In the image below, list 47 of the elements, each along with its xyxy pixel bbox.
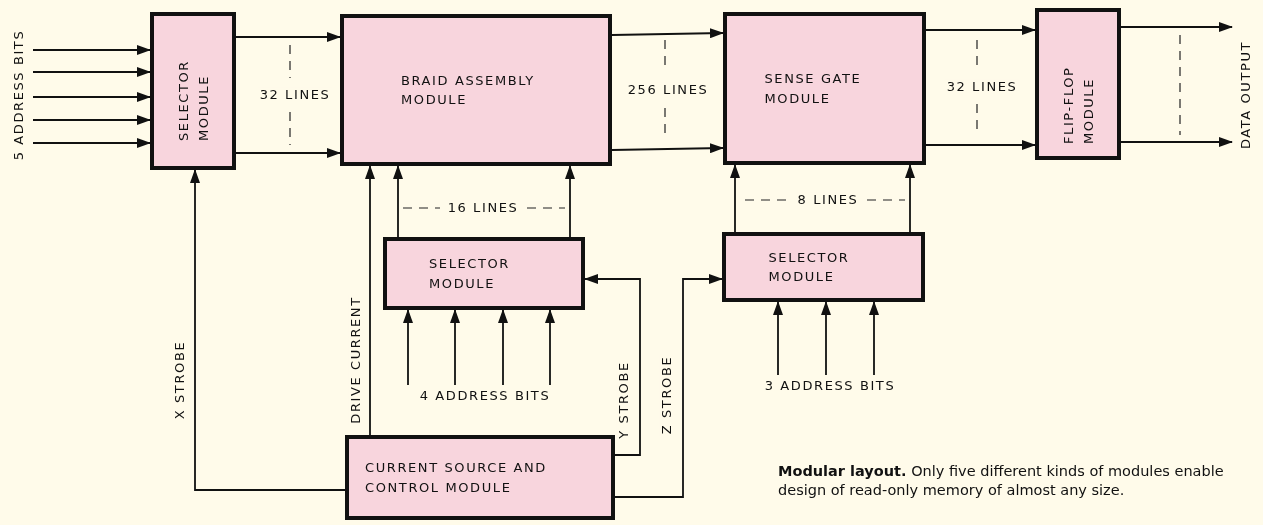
arrow	[611, 143, 724, 154]
node-label: FLIP-FLOP MODULE	[1059, 65, 1096, 144]
node-label: DATA OUTPUT	[1237, 39, 1255, 152]
module-box	[723, 12, 926, 165]
arrow	[32, 45, 151, 55]
arrow	[545, 309, 555, 386]
arrow	[450, 309, 460, 386]
arrow	[32, 92, 151, 102]
arrow	[925, 140, 1036, 150]
node-label: SELECTOR MODULE	[768, 248, 851, 286]
arrow	[584, 274, 641, 456]
module-box	[150, 12, 236, 170]
arrow	[773, 301, 783, 376]
node-label: SENSE GATE MODULE	[764, 70, 863, 108]
node-label: SELECTOR MODULE	[429, 255, 511, 293]
node-label: 4 ADDRESS BITS	[419, 387, 551, 406]
caption: Modular layout. Only five different kinds of modules enable design of read-only memory of almost any size.	[778, 462, 1225, 500]
arrow	[614, 274, 723, 498]
arrow	[32, 67, 151, 77]
node-label: 3 ADDRESS BITS	[764, 377, 896, 396]
arrow	[1120, 137, 1233, 147]
module-box	[345, 435, 615, 520]
node-label: SELECTOR MODULE	[174, 59, 211, 141]
arrow	[190, 169, 346, 491]
arrow	[925, 25, 1036, 35]
arrow	[869, 301, 879, 376]
module-box	[722, 232, 925, 302]
arrow	[393, 165, 403, 238]
arrow	[730, 164, 740, 233]
arrow	[565, 165, 575, 238]
arrow	[365, 165, 375, 436]
arrow	[905, 164, 915, 233]
node-label: BRAID ASSEMBLY MODULE	[401, 71, 536, 109]
arrow	[611, 28, 724, 39]
arrow	[32, 115, 151, 125]
module-box	[383, 237, 585, 310]
module-box	[340, 14, 612, 166]
arrow	[235, 32, 341, 42]
module-box	[1035, 8, 1121, 160]
node-label: 5 ADDRESS BITS	[10, 28, 28, 163]
arrow	[32, 138, 151, 148]
arrow	[403, 309, 413, 386]
node-label: CURRENT SOURCE AND CONTROL MODULE	[365, 459, 548, 497]
arrow	[498, 309, 508, 386]
arrow	[1120, 22, 1233, 32]
arrow	[821, 301, 831, 376]
arrow	[235, 148, 341, 158]
